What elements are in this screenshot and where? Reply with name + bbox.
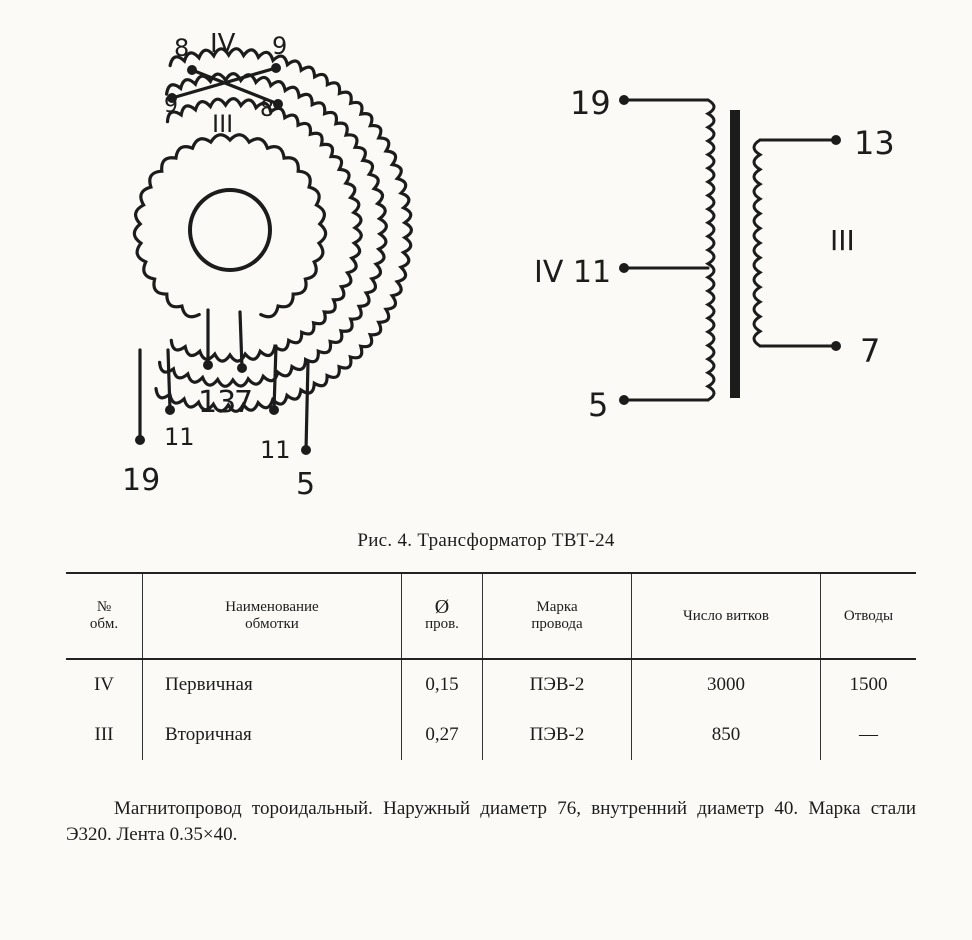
winding-arc [132, 133, 328, 319]
col-taps-header: Отводы [820, 572, 916, 660]
cell-taps: — [820, 710, 916, 760]
lead-7-label: 7 [234, 385, 253, 420]
cell-wire: ПЭВ-2 [482, 659, 632, 710]
table-row: III Вторичная 0,27 ПЭВ-2 850 — [66, 710, 916, 760]
lead-11-left-label: 11 [164, 423, 195, 451]
label-9-top: 9 [272, 32, 287, 60]
cell-turns: 850 [631, 710, 821, 760]
lead-5-label: 5 [296, 467, 315, 502]
pin-5-label: 5 [588, 386, 608, 424]
winding-arc [165, 97, 363, 363]
secondary-winding [752, 138, 763, 348]
transformer-core [730, 110, 740, 398]
toroid-core-hole [188, 188, 272, 272]
cell-turns: 3000 [631, 659, 821, 710]
winding-arc [158, 72, 388, 388]
core-spec-note: Магнитопровод тороидальный. Наружный диа… [66, 798, 916, 845]
transformer-schematic: 19 IV 11 5 13 7 III [534, 84, 895, 424]
label-9-cross: 9 [164, 93, 178, 118]
figure-caption: Рис. 4. Трансформатор ТВТ-24 [357, 530, 615, 551]
col-wire-header: Марка провода [482, 572, 632, 660]
primary-winding [704, 98, 716, 402]
lead-19-label: 19 [122, 463, 160, 498]
cell-name: Вторичная [142, 710, 402, 760]
cell-taps: 1500 [820, 659, 916, 710]
winding-arc [154, 47, 413, 413]
toroid-winding-diagram: IV III 8 9 9 8 19 11 13 7 11 5 [122, 29, 413, 502]
table-row: IV Первичная 0,15 ПЭВ-2 3000 1500 [66, 659, 916, 710]
lead-13-label: 13 [198, 385, 236, 420]
winding-spec-table: № обм. Наименование обмотки Ø пров. Марк… [66, 572, 916, 760]
pin-19-label: 19 [570, 84, 611, 122]
cell-num: IV [93, 674, 115, 695]
label-8-cross: 8 [260, 97, 274, 122]
col-diam-header: Ø пров. [401, 572, 483, 660]
lead-11-right-label: 11 [260, 436, 291, 464]
pin-7-label: 7 [860, 332, 880, 370]
winding-iii-label: III [830, 224, 855, 257]
label-iv: IV [210, 29, 236, 59]
label-8-top: 8 [174, 34, 189, 62]
pin-13-label: 13 [854, 124, 895, 162]
cell-wire: ПЭВ-2 [482, 710, 632, 760]
cell-diam: 0,27 [401, 710, 483, 760]
col-num-header: № обм. [66, 572, 143, 660]
table-header-row: № обм. Наименование обмотки Ø пров. Марк… [66, 572, 916, 660]
cell-num: III [94, 724, 114, 745]
label-iii: III [212, 110, 233, 138]
cell-diam: 0,15 [401, 659, 483, 710]
pin-iv11-label: IV 11 [534, 255, 611, 290]
cell-name: Первичная [142, 659, 402, 710]
col-turns-header: Число витков [631, 572, 821, 660]
col-name-header: Наименование обмотки [142, 572, 402, 660]
